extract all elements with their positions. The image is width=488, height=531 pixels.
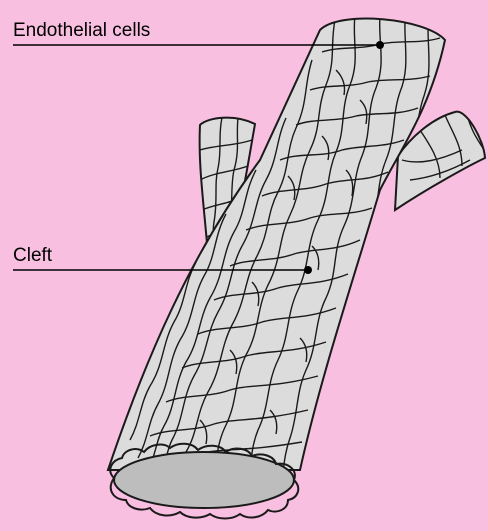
cleft-pointer-dot: [304, 266, 312, 274]
endothelial-cells-label: Endothelial cells: [13, 20, 150, 42]
cleft-label: Cleft: [13, 245, 52, 267]
endothelial-cells-pointer-dot: [376, 41, 384, 49]
main-vessel: [108, 15, 445, 478]
vessel-lumen: [114, 452, 294, 508]
